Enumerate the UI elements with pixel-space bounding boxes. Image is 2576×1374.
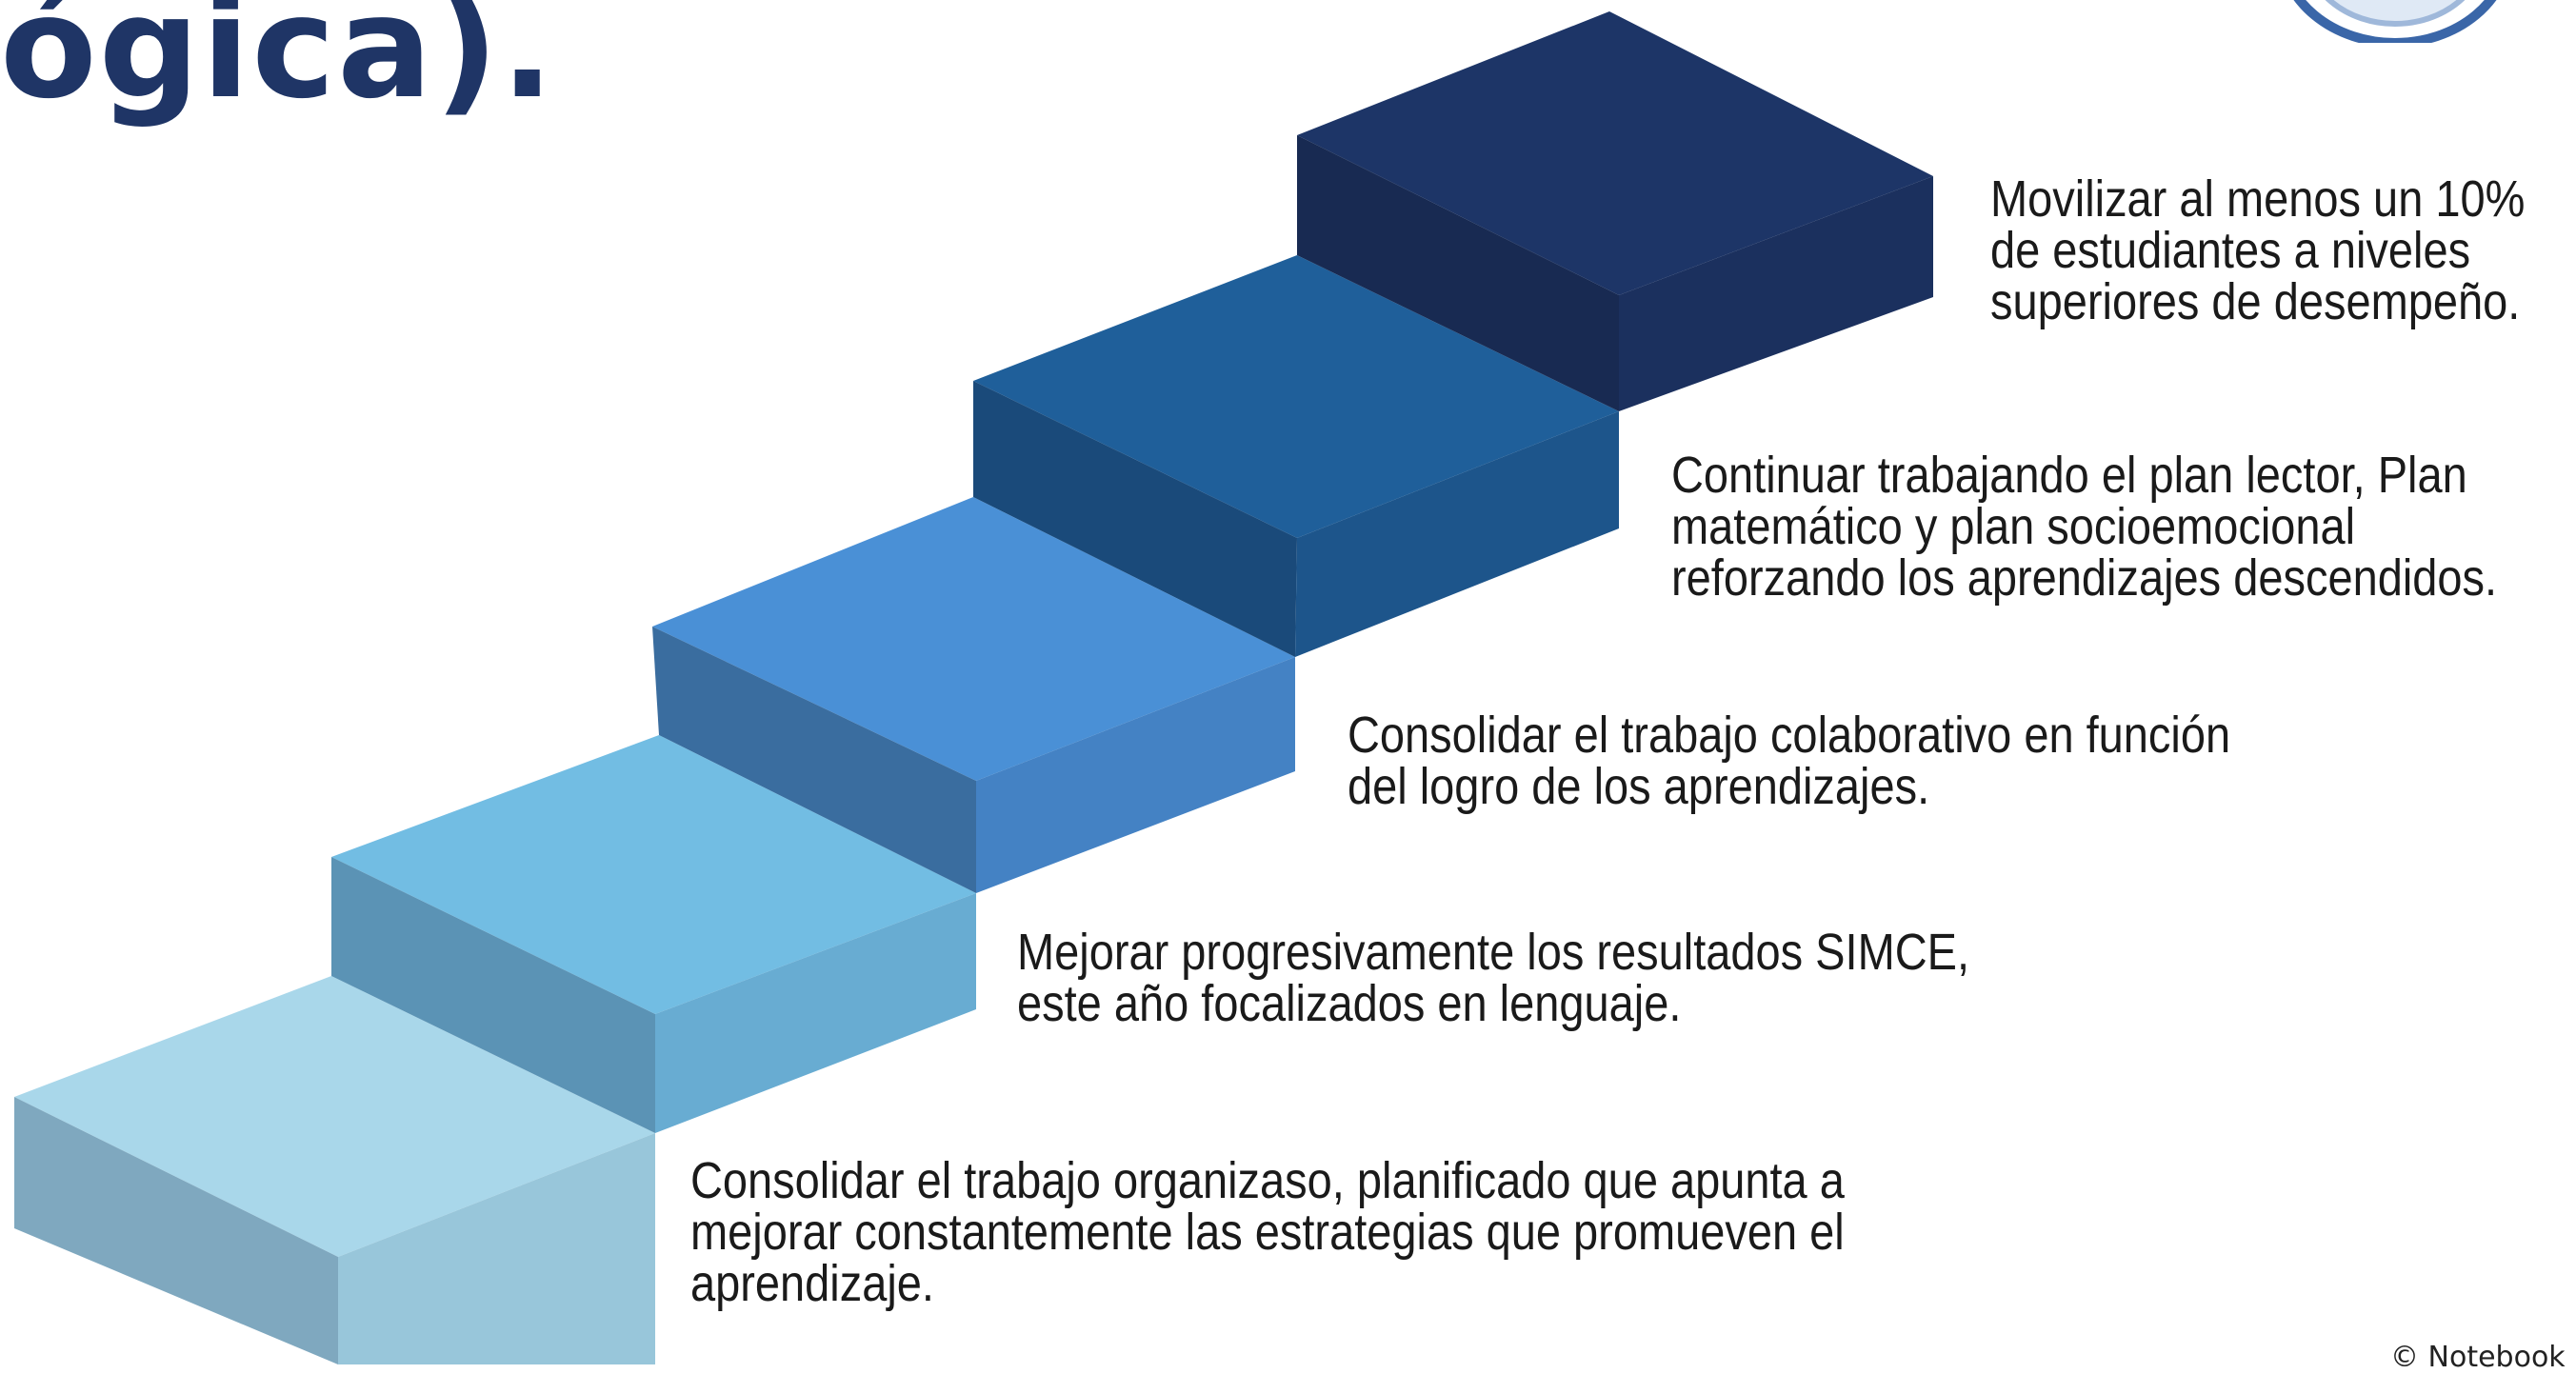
step-4 (973, 255, 1619, 657)
step-1-top (14, 976, 655, 1257)
page-title-fragment: ógica). (0, 0, 556, 129)
step-5-front (1297, 135, 1619, 411)
step-1 (14, 976, 655, 1364)
step-1-side (338, 1133, 655, 1364)
step-4-front (973, 381, 1297, 657)
step-3-front (652, 627, 976, 893)
goal-text-step-5: Movilizar al menos un 10% de estudiantes… (1990, 170, 2526, 330)
copyright-notice: © Notebook (2390, 1341, 2566, 1374)
step-1-front (14, 1097, 338, 1364)
step-3-top (652, 497, 1295, 781)
step-5-top (1297, 11, 1933, 295)
step-5-side (1619, 176, 1933, 411)
step-2 (331, 735, 976, 1133)
step-4-top (973, 255, 1619, 538)
step-2-top (331, 735, 976, 1014)
step-4-side (1295, 411, 1619, 657)
step-2-front (331, 857, 655, 1133)
step-3-side (976, 657, 1295, 893)
goal-text-step-1: Consolidar el trabajo organizaso, planif… (690, 1152, 1845, 1312)
step-5 (1297, 11, 1933, 411)
school-logo (2293, 0, 2497, 43)
goal-text-step-3: Consolidar el trabajo colaborativo en fu… (1348, 707, 2231, 815)
goal-text-step-2: Mejorar progresivamente los resultados S… (1017, 924, 1970, 1032)
goal-text-step-4: Continuar trabajando el plan lector, Pla… (1671, 447, 2498, 607)
step-2-side (655, 893, 976, 1133)
step-3 (652, 497, 1295, 893)
